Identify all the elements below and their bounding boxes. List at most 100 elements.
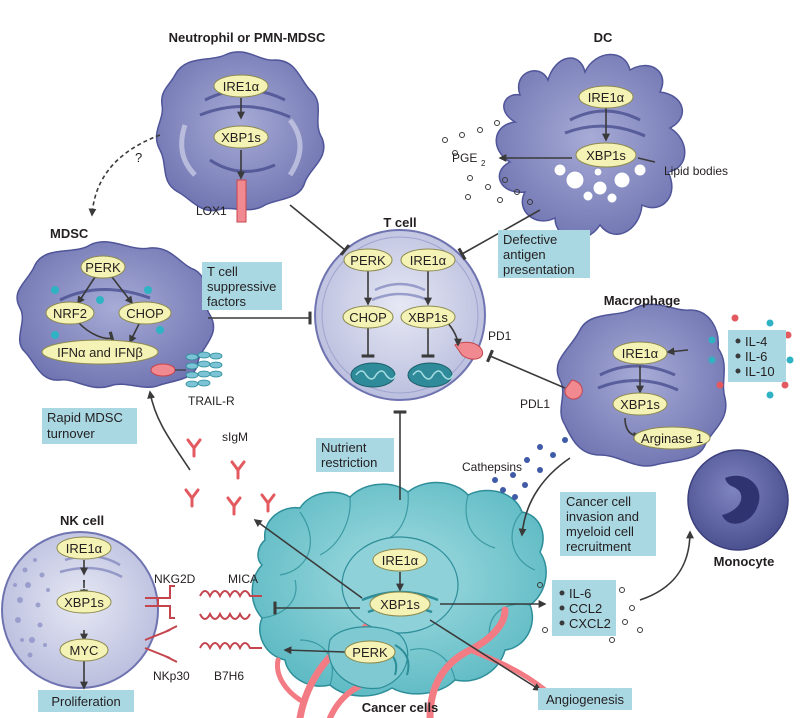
node-tcell-xbp1s: XBP1s (400, 305, 456, 329)
svg-text:recruitment: recruitment (566, 539, 631, 554)
nkg2d-receptor (145, 585, 262, 620)
neutrophil-title: Neutrophil or PMN-MDSC (169, 30, 326, 45)
node-tcell-ire1a: IRE1α (400, 248, 456, 272)
svg-text:Proliferation: Proliferation (51, 694, 120, 709)
svg-text:CHOP: CHOP (349, 310, 387, 325)
node-macrophage-xbp1s: XBP1s (612, 392, 668, 416)
box-rapid-turnover: Rapid MDSC turnover (42, 408, 137, 444)
cathepsins-label: Cathepsins (462, 460, 522, 474)
node-tcell-perk: PERK (343, 248, 393, 272)
svg-text:PGE: PGE (452, 151, 477, 165)
svg-text:Arginase 1: Arginase 1 (641, 431, 703, 446)
svg-text:2: 2 (481, 159, 486, 168)
svg-text:XBP1s: XBP1s (380, 597, 420, 612)
pdl1-label: PDL1 (520, 397, 550, 411)
dc-title: DC (594, 30, 613, 45)
pd1-label: PD1 (488, 329, 512, 343)
svg-text:PERK: PERK (352, 645, 388, 660)
svg-text:myeloid cell: myeloid cell (566, 524, 634, 539)
mica-label: MICA (228, 572, 258, 586)
node-cancer-perk: PERK (344, 640, 396, 664)
svg-text:invasion and: invasion and (566, 509, 639, 524)
node-mdsc-chop: CHOP (118, 301, 172, 325)
pge2-label: PGE 2 (452, 151, 486, 168)
svg-text:IRE1α: IRE1α (382, 553, 419, 568)
node-nk-xbp1s: XBP1s (56, 590, 112, 614)
svg-text:PERK: PERK (85, 260, 121, 275)
svg-text:CCL2: CCL2 (569, 601, 602, 616)
svg-text:IRE1α: IRE1α (410, 253, 447, 268)
node-neutrophil-ire1a: IRE1α (213, 74, 269, 98)
svg-text:IL-10: IL-10 (745, 364, 775, 379)
node-nk-myc: MYC (59, 638, 109, 662)
box-invasion-recruitment: Cancer cell invasion and myeloid cell re… (560, 492, 656, 556)
cathepsin-dots (492, 437, 568, 500)
svg-text:IRE1α: IRE1α (223, 79, 260, 94)
sigm-antibodies (184, 438, 276, 516)
svg-text:IFNα and IFNβ: IFNα and IFNβ (57, 345, 143, 360)
svg-text:Defective: Defective (503, 232, 557, 247)
node-mdsc-ifn: IFNα and IFNβ (41, 339, 159, 365)
svg-text:XBP1s: XBP1s (408, 310, 448, 325)
macrophage-cell (556, 303, 727, 467)
cancer-cytokine-particles (537, 582, 643, 643)
svg-text:IRE1α: IRE1α (66, 541, 103, 556)
svg-text:IL-6: IL-6 (569, 586, 591, 601)
box-defective-antigen: Defective antigen presentation (498, 230, 590, 278)
nk-title: NK cell (60, 513, 104, 528)
node-macrophage-ire1a: IRE1α (612, 341, 668, 365)
svg-text:XBP1s: XBP1s (620, 397, 660, 412)
pdl1-ligand (564, 379, 583, 400)
svg-text:CHOP: CHOP (126, 306, 164, 321)
node-dc-ire1a: IRE1α (578, 85, 634, 109)
node-cancer-xbp1s: XBP1s (369, 591, 431, 617)
svg-text:Rapid MDSC: Rapid MDSC (47, 410, 123, 425)
nkp30-label: NKp30 (153, 669, 190, 683)
trail-r-label: TRAIL-R (188, 394, 235, 408)
nkg2d-label: NKG2D (154, 572, 196, 586)
svg-text:suppressive: suppressive (207, 279, 276, 294)
lipid-bodies-label: Lipid bodies (664, 164, 728, 178)
cancer-title: Cancer cells (362, 700, 439, 715)
svg-text:XBP1s: XBP1s (64, 595, 104, 610)
mdsc-title: MDSC (50, 226, 89, 241)
interaction-arrows (77, 98, 694, 691)
node-tcell-chop: CHOP (342, 305, 394, 329)
svg-text:factors: factors (207, 294, 247, 309)
svg-text:XBP1s: XBP1s (221, 130, 261, 145)
trail-r-receptor (150, 351, 223, 388)
monocyte-title: Monocyte (714, 554, 775, 569)
lox1-label: LOX1 (196, 204, 227, 218)
svg-text:IL-6: IL-6 (745, 349, 767, 364)
macrophage-cytokine-dots (708, 314, 794, 399)
svg-text:presentation: presentation (503, 262, 575, 277)
box-macrophage-cytokines: IL-4 IL-6 IL-10 (728, 330, 786, 382)
question-mark: ? (135, 150, 142, 165)
svg-text:NRF2: NRF2 (53, 306, 87, 321)
node-mdsc-perk: PERK (80, 255, 126, 279)
svg-text:Angiogenesis: Angiogenesis (546, 692, 625, 707)
node-nk-ire1a: IRE1α (56, 536, 112, 560)
svg-text:T cell: T cell (207, 264, 238, 279)
t-cell (314, 229, 486, 401)
svg-text:restriction: restriction (321, 455, 377, 470)
tcell-title: T cell (383, 215, 416, 230)
svg-text:Cancer cell: Cancer cell (566, 494, 631, 509)
lox1-receptor (236, 179, 247, 223)
node-macrophage-arginase: Arginase 1 (633, 426, 711, 450)
svg-text:IRE1α: IRE1α (588, 90, 625, 105)
pge2-particles (442, 120, 533, 205)
svg-text:MYC: MYC (70, 643, 99, 658)
svg-text:IRE1α: IRE1α (622, 346, 659, 361)
box-nutrient-restriction: Nutrient restriction (316, 438, 394, 472)
box-cancer-cytokines: IL-6 CCL2 CXCL2 (552, 580, 616, 636)
b7h6-label: B7H6 (214, 669, 244, 683)
svg-text:PERK: PERK (350, 253, 386, 268)
svg-text:turnover: turnover (47, 426, 95, 441)
sigm-label: sIgM (222, 430, 248, 444)
node-cancer-ire1a: IRE1α (372, 548, 428, 572)
box-suppressive-factors: T cell suppressive factors (202, 262, 282, 310)
monocyte-cell (687, 449, 789, 551)
